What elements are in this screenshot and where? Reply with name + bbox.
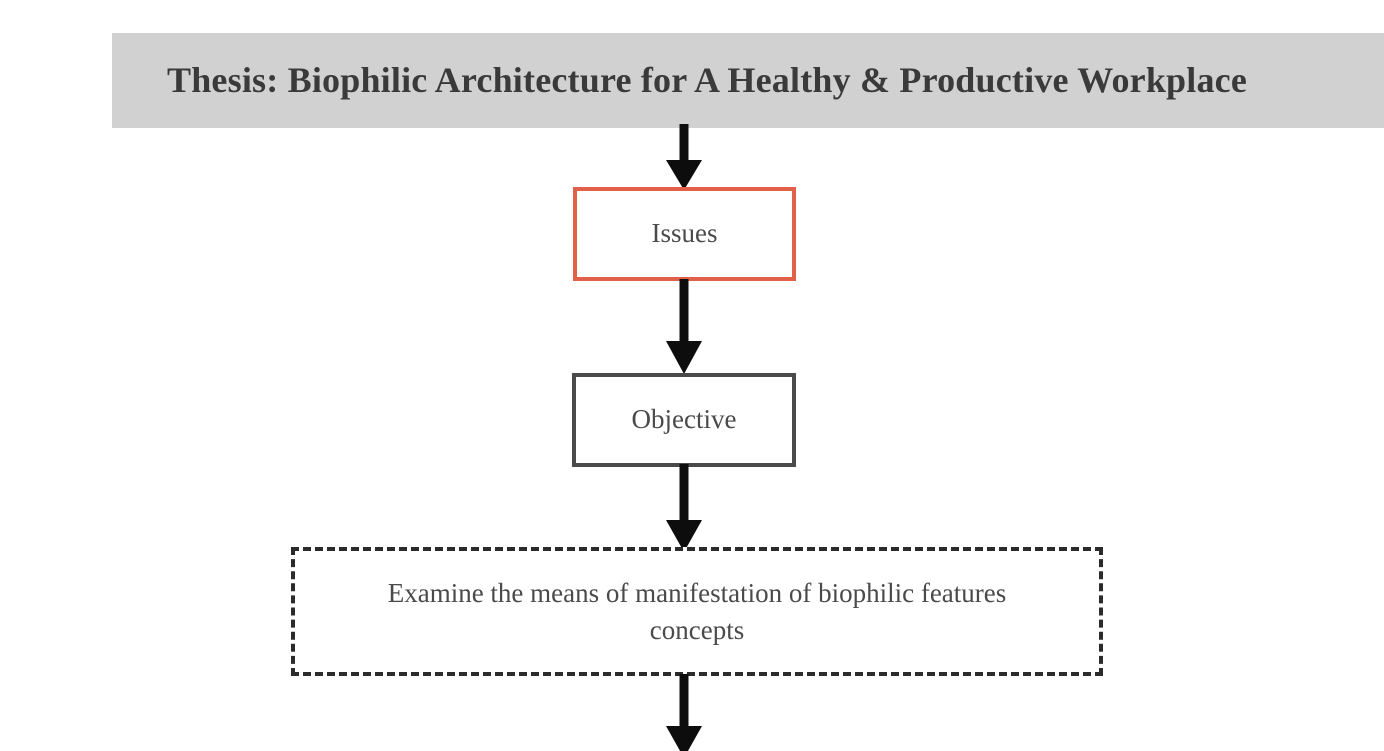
node-issues-label: Issues (651, 218, 718, 249)
arrow-thesis-to-issues-icon (666, 124, 702, 190)
node-objective[interactable]: Objective (572, 373, 796, 467)
node-objective-detail[interactable]: Examine the means of manifestation of bi… (291, 547, 1103, 676)
thesis-title-banner: Thesis: Biophilic Architecture for A Hea… (112, 33, 1384, 128)
arrow-issues-to-objective-icon (666, 279, 702, 374)
arrow-objective-to-detail-icon (666, 464, 702, 552)
node-objective-detail-label: Examine the means of manifestation of bi… (387, 578, 1007, 645)
arrow-detail-to-next-icon (666, 674, 702, 751)
thesis-title-text: Thesis: Biophilic Architecture for A Hea… (167, 59, 1248, 100)
node-issues[interactable]: Issues (573, 187, 796, 281)
node-objective-label: Objective (631, 404, 737, 435)
